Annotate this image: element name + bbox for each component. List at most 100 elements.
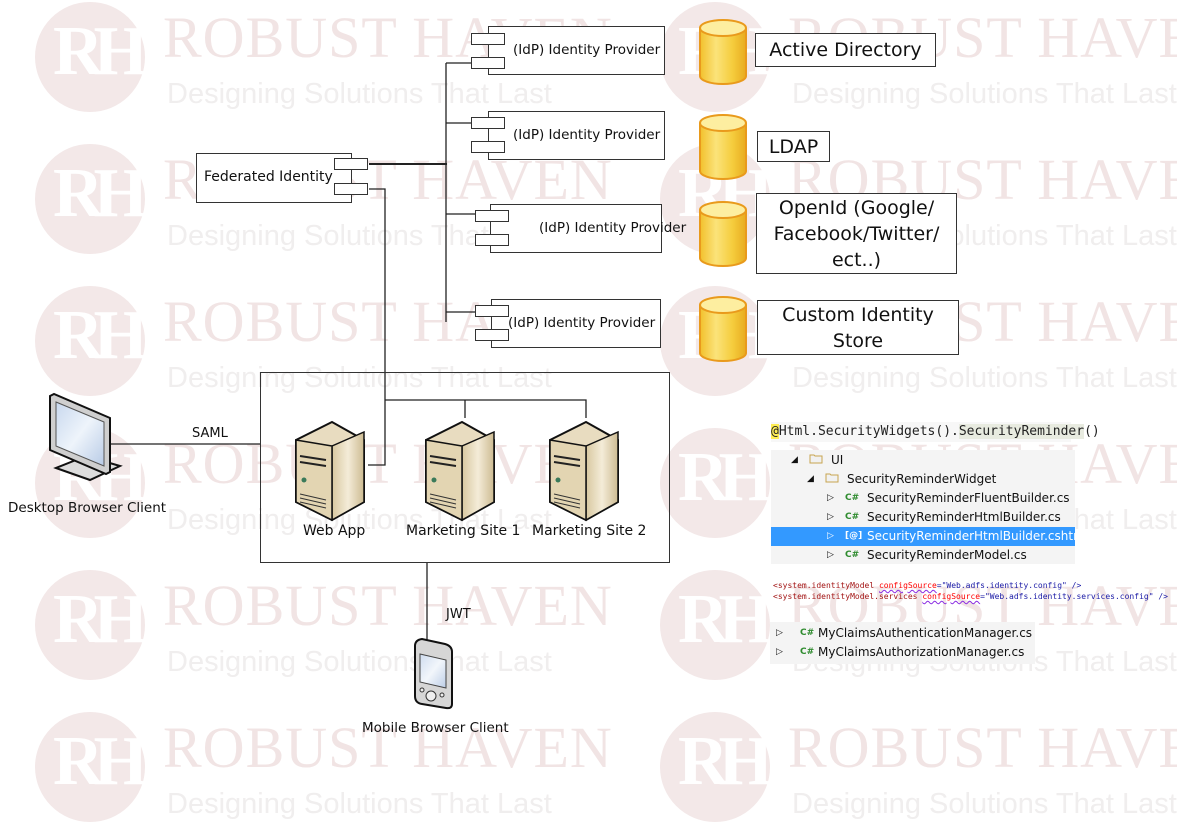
identity-store-label: Facebook/Twitter/ [773, 222, 940, 245]
manager-file-label: MyClaimsAuthenticationManager.cs [818, 626, 1033, 640]
idp-component: (IdP) Identity Provider [491, 299, 661, 348]
identity-store-label: LDAP [768, 135, 819, 158]
expanded-arrow-icon[interactable]: ◢ [807, 474, 814, 484]
idp-component: (IdP) Identity Provider [490, 204, 686, 253]
solution-tree-item-label: SecurityReminderModel.cs [867, 548, 1027, 562]
config-line: <system.identityModel configSource="Web.… [773, 581, 1081, 590]
identity-store-label: ect..) [831, 248, 882, 271]
idp-port [471, 33, 505, 45]
folder-icon [809, 451, 823, 470]
identity-store-box: OpenId (Google/Facebook/Twitter/ect..) [756, 193, 957, 274]
csharp-file-icon: C# [845, 512, 860, 522]
solution-tree-item[interactable]: ◢ SecurityReminderWidget [771, 470, 1075, 489]
razor-part2: SecurityReminder [958, 424, 1085, 439]
web-farm-group [260, 372, 670, 563]
collapsed-arrow-icon[interactable]: ▷ [827, 512, 834, 522]
manager-files-tree: ▷ C#MyClaimsAuthenticationManager.cs ▷ C#My… [770, 622, 1035, 664]
folder-icon [825, 470, 839, 489]
solution-tree-item-label: UI [831, 453, 844, 467]
collapsed-arrow-icon[interactable]: ▷ [827, 493, 834, 503]
collapsed-arrow-icon[interactable]: ▷ [827, 531, 834, 541]
server-tower-icon [549, 420, 619, 522]
config-tag: <system.identityModel [773, 581, 875, 590]
idp-port [475, 234, 509, 246]
solution-tree-item-label: SecurityReminderHtmlBuilder.cshtml [867, 529, 1089, 543]
identity-store-label: Active Directory [769, 39, 922, 61]
idp-label: (IdP) Identity Provider [513, 127, 661, 143]
connector-federated-to-webapp [368, 188, 386, 466]
database-cylinder-icon [699, 19, 747, 85]
server-label: Marketing Site 2 [532, 523, 647, 539]
watermark-subtitle: Designing Solutions That Last [167, 788, 552, 820]
database-cylinder-icon [699, 296, 747, 362]
solution-tree-item-label: SecurityReminderWidget [847, 472, 997, 486]
idp-port [471, 57, 505, 69]
solution-tree-item[interactable]: ▷ C# SecurityReminderFluentBuilder.cs [771, 489, 1075, 508]
idp-port [471, 117, 505, 129]
csharp-file-icon: C# [845, 493, 860, 503]
collapsed-arrow-icon[interactable]: ▷ [827, 550, 834, 560]
expanded-arrow-icon[interactable]: ◢ [791, 455, 798, 465]
solution-tree-item[interactable]: ◢ UI [771, 451, 1075, 470]
idp-label: (IdP) Identity Provider [513, 42, 661, 58]
federated-identity-label: Federated Identity [204, 169, 333, 185]
csharp-file-icon: C# [800, 628, 815, 638]
config-line: <system.identityModel.services configSou… [773, 592, 1168, 601]
manager-file-item[interactable]: ▷ C#MyClaimsAuthenticationManager.cs [770, 624, 1035, 643]
mobile-client-label: Mobile Browser Client [362, 720, 509, 736]
manager-file-label: MyClaimsAuthorizationManager.cs [818, 645, 1025, 659]
idp-port [475, 305, 509, 317]
jwt-label: JWT [446, 607, 471, 622]
database-cylinder-icon [699, 114, 747, 180]
federated-port-top [334, 158, 368, 170]
idp-port [471, 141, 505, 153]
identity-store-box: LDAP [757, 131, 830, 162]
collapsed-arrow-icon[interactable]: ▷ [776, 628, 783, 638]
solution-tree-item[interactable]: ▷ [@] SecurityReminderHtmlBuilder.cshtml [771, 527, 1088, 546]
identity-store-label: OpenId (Google/ [778, 196, 935, 219]
config-value: ="Web.adfs.identity.services.config" /> [980, 592, 1168, 601]
csharp-file-icon: C# [845, 550, 860, 560]
config-attribute: configSource [878, 581, 937, 590]
solution-tree-item-label: SecurityReminderHtmlBuilder.cs [867, 510, 1061, 524]
server-tower-icon [425, 420, 495, 522]
solution-tree-item[interactable]: ▷ C# SecurityReminderModel.cs [771, 546, 1075, 565]
razor-at: @ [771, 424, 779, 439]
desktop-monitor-icon [49, 392, 123, 482]
manager-file-item[interactable]: ▷ C#MyClaimsAuthorizationManager.cs [770, 643, 1035, 662]
solution-explorer-tree: ◢ UI ◢ SecurityReminderWidget ▷ C# SecurityRem… [771, 450, 1088, 565]
idp-label: (IdP) Identity Provider [539, 220, 687, 236]
config-attribute: configSource [922, 592, 981, 601]
idp-port [475, 329, 509, 341]
mobile-device-icon [414, 638, 453, 710]
identity-store-box: Active Directory [755, 33, 936, 67]
server-tower-icon [295, 420, 365, 522]
razor-call-snippet: @Html.SecurityWidgets().SecurityReminder… [771, 422, 1100, 442]
solution-tree-item-label: SecurityReminderFluentBuilder.cs [867, 491, 1070, 505]
identity-store-label: Custom Identity [782, 303, 934, 326]
database-cylinder-icon [699, 201, 747, 267]
csharp-file-icon: C# [800, 647, 815, 657]
identity-store-label: Store [832, 329, 884, 352]
idp-port [475, 210, 509, 222]
federated-port-bottom [334, 183, 368, 195]
connector-lines [88, 62, 587, 640]
idp-component: (IdP) Identity Provider [488, 111, 665, 160]
watermark-subtitle: Designing Solutions That Last [792, 788, 1177, 820]
server-label: Web App [303, 523, 366, 539]
connector-marketing-branch [385, 399, 587, 418]
idp-component: (IdP) Identity Provider [488, 26, 665, 75]
razor-part1: Html.SecurityWidgets(). [778, 424, 959, 439]
razor-file-icon: [@] [845, 531, 863, 541]
server-label: Marketing Site 1 [406, 523, 521, 539]
federated-identity-component: Federated Identity [196, 153, 352, 203]
desktop-client-label: Desktop Browser Client [8, 500, 167, 516]
config-tag: <system.identityModel.services [773, 592, 918, 601]
razor-part3: () [1084, 424, 1100, 439]
idp-label: (IdP) Identity Provider [508, 315, 656, 331]
config-value: ="Web.adfs.identity.config" /> [936, 581, 1082, 590]
saml-label: SAML [192, 426, 228, 441]
collapsed-arrow-icon[interactable]: ▷ [776, 647, 783, 657]
solution-tree-item[interactable]: ▷ C# SecurityReminderHtmlBuilder.cs [771, 508, 1075, 527]
